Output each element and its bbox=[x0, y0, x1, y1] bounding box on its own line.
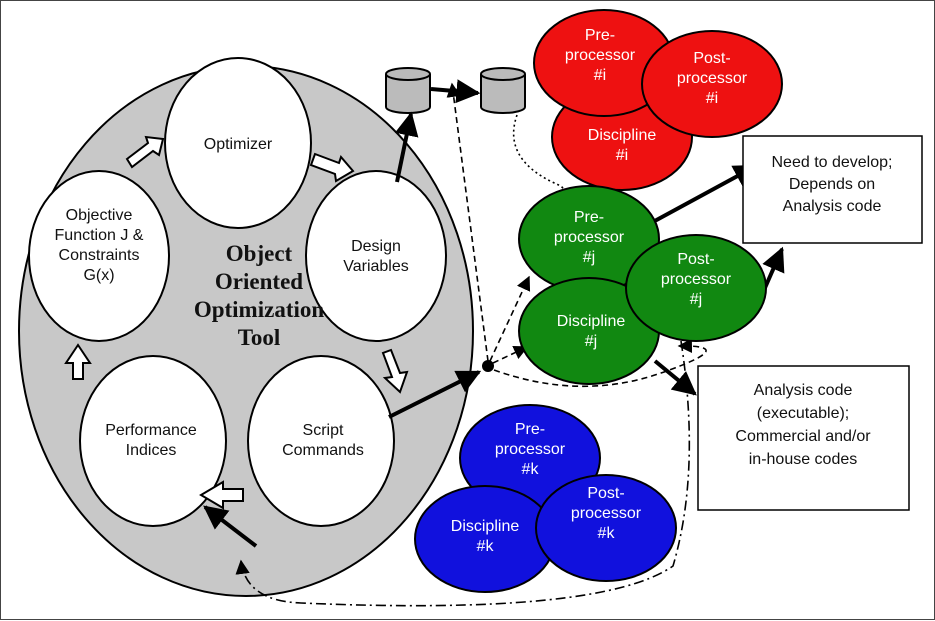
objective-function-node bbox=[28, 170, 170, 342]
database-icon-1 bbox=[385, 67, 431, 114]
performance-indices-label-line: Performance bbox=[105, 422, 197, 439]
analysis-note-text-line: Analysis code bbox=[754, 382, 853, 399]
preprocessor-j-label: Pre-processor #j bbox=[554, 209, 625, 266]
cycle-arrow-3 bbox=[381, 348, 409, 394]
postprocessor-i-label-line: Post- bbox=[693, 50, 730, 67]
preprocessor-k-label-line: Pre- bbox=[515, 421, 545, 438]
discipline-k-label: Discipline #k bbox=[451, 518, 520, 555]
design-to-database-arrow bbox=[394, 111, 419, 183]
postprocessor-i-label: Post-processor #i bbox=[677, 50, 748, 107]
discipline-k-label-line: Discipline bbox=[451, 518, 520, 535]
feedback-to-performance-arrow bbox=[203, 505, 258, 548]
hub-to-discipline-dashed bbox=[492, 346, 529, 364]
tool-title-line: Object bbox=[226, 241, 293, 266]
preprocessor-k-label: Pre-processor #k bbox=[495, 421, 566, 478]
objective-function-label-line: Constraints bbox=[59, 247, 140, 264]
cycle-arrow-5 bbox=[64, 343, 92, 380]
tool-title-line: Tool bbox=[238, 325, 281, 350]
develop-note-text-line: Depends on bbox=[789, 176, 875, 193]
discipline-i-label-line: Discipline bbox=[588, 127, 657, 144]
database-to-database-arrow bbox=[430, 79, 481, 104]
performance-indices-node bbox=[79, 355, 227, 527]
design-variables-label-line: Variables bbox=[343, 258, 409, 275]
optimizer-node bbox=[164, 57, 312, 229]
cycle-arrow-4 bbox=[199, 480, 244, 510]
hub-to-database-dashed bbox=[446, 82, 489, 362]
preprocessor-j-label-line: #j bbox=[583, 249, 595, 266]
tool-title-line: Oriented bbox=[215, 269, 303, 294]
discipline-j-label-line: #j bbox=[585, 333, 597, 350]
preprocessor-to-develop-arrow bbox=[650, 164, 759, 225]
dispatch-hub bbox=[482, 360, 494, 372]
design-variables-node bbox=[305, 170, 447, 342]
develop-note-text-line: Analysis code bbox=[783, 198, 882, 215]
discipline-j-label: Discipline #j bbox=[557, 313, 626, 350]
analysis-note-box bbox=[697, 365, 910, 511]
design-variables-label-line: Design bbox=[351, 238, 401, 255]
postprocessor-k-label-line: Post- bbox=[587, 485, 624, 502]
postprocessor-k-label-line: processor bbox=[571, 505, 642, 522]
performance-indices-label-line: Indices bbox=[126, 442, 177, 459]
hub-to-postprocessor-dashed bbox=[493, 338, 707, 388]
database-to-preprocessor-dotted bbox=[512, 114, 578, 206]
postprocessor-j-label: Post-processor #j bbox=[661, 251, 732, 308]
discipline-j-label-line: Discipline bbox=[557, 313, 626, 330]
optimizer-label: Optimizer bbox=[204, 136, 273, 153]
discipline-i-label-line: #i bbox=[616, 147, 628, 164]
feedback-dashdot-line bbox=[235, 340, 691, 607]
postprocessor-k-label: Post-processor #k bbox=[571, 485, 642, 542]
preprocessor-i-label-line: Pre- bbox=[585, 27, 615, 44]
discipline-k-label-line: #k bbox=[477, 538, 495, 555]
analysis-note-text-line: Commercial and/or bbox=[735, 428, 871, 445]
preprocessor-i-label-line: processor bbox=[565, 47, 636, 64]
preprocessor-i-label: Pre-processor #i bbox=[565, 27, 636, 84]
postprocessor-j-label-line: #j bbox=[690, 291, 702, 308]
objective-function-label-line: Objective bbox=[66, 207, 133, 224]
hub-to-preprocessor-dashed bbox=[489, 275, 531, 362]
script-commands-label-line: Script bbox=[303, 422, 344, 439]
objective-function-label-line: Function J & bbox=[55, 227, 144, 244]
postprocessor-k-node bbox=[535, 474, 677, 582]
discipline-to-analysis-arrow bbox=[653, 359, 697, 396]
cycle-arrow-2 bbox=[309, 152, 355, 183]
develop-note-text-line: Need to develop; bbox=[772, 154, 893, 171]
postprocessor-i-label-line: #i bbox=[706, 90, 718, 107]
script-commands-label-line: Commands bbox=[282, 442, 364, 459]
preprocessor-j-label-line: processor bbox=[554, 229, 625, 246]
database-icon-2 bbox=[480, 67, 526, 114]
optimizer-label-line: Optimizer bbox=[204, 136, 273, 153]
tool-title-line: Optimization bbox=[194, 297, 325, 322]
preprocessor-k-label-line: processor bbox=[495, 441, 566, 458]
cycle-arrow-1 bbox=[125, 135, 165, 169]
preprocessor-k-label-line: #k bbox=[522, 461, 540, 478]
postprocessor-j-node bbox=[625, 234, 767, 342]
develop-note-box bbox=[742, 135, 923, 244]
analysis-note-text-line: in-house codes bbox=[749, 451, 858, 468]
postprocessor-i-label-line: processor bbox=[677, 70, 748, 87]
script-commands-node bbox=[247, 355, 395, 527]
postprocessor-j-label-line: Post- bbox=[677, 251, 714, 268]
develop-note-text: Need to develop; Depends on Analysis code bbox=[772, 154, 893, 215]
analysis-note-text: Analysis code (executable); Commercial and… bbox=[735, 382, 871, 468]
postprocessor-j-label-line: processor bbox=[661, 271, 732, 288]
objective-function-label-line: G(x) bbox=[83, 267, 114, 284]
postprocessor-i-node bbox=[641, 30, 783, 138]
preprocessor-i-label-line: #i bbox=[594, 67, 606, 84]
discipline-i-label: Discipline #i bbox=[588, 127, 657, 164]
preprocessor-j-label-line: Pre- bbox=[574, 209, 604, 226]
postprocessor-k-label-line: #k bbox=[598, 525, 616, 542]
analysis-note-text-line: (executable); bbox=[757, 405, 850, 422]
script-to-hub-arrow bbox=[388, 370, 482, 419]
